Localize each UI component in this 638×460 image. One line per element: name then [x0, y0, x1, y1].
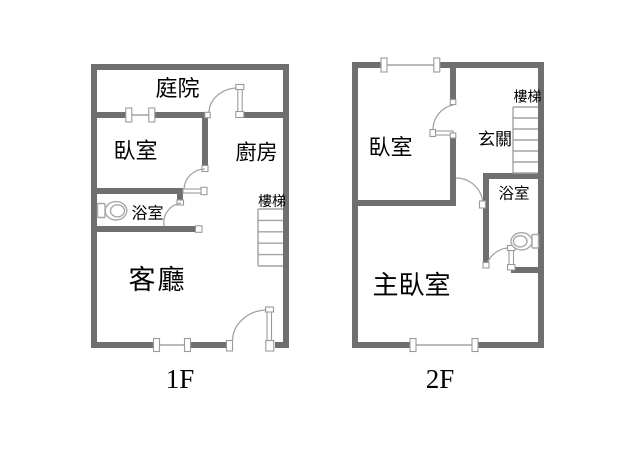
1f-room-label-kitchen: 廚房	[236, 141, 278, 165]
1f-room-label-bedroom: 臥室	[113, 139, 157, 164]
1f-bathroom-door-arc	[163, 202, 182, 227]
toilet-bowl-inner	[512, 234, 528, 248]
2f-room-label-bedroom: 臥室	[368, 135, 412, 160]
door-cap	[204, 111, 211, 119]
1f-courtyard-door-leaf	[237, 86, 243, 115]
2f-bedroom-door-arc	[432, 104, 454, 131]
1f-walls	[91, 64, 289, 348]
2f-stairs-icon	[512, 106, 538, 174]
window-cap	[183, 337, 192, 353]
1f-entrance-door-leaf	[266, 309, 273, 343]
toilet-bowl-inner	[109, 204, 126, 218]
2f-walls	[352, 62, 544, 348]
door-cap	[225, 339, 234, 352]
2f-room-label-master-bedroom: 主臥室	[372, 271, 450, 300]
door-cap	[235, 110, 245, 119]
1f-stairs-lines	[257, 208, 283, 267]
1f-entrance-door-arc	[231, 309, 268, 342]
floor-label-1f: 1F	[166, 364, 195, 394]
window-cap	[380, 57, 388, 73]
1f-room-label-living-room: 客廳	[129, 265, 187, 295]
window-cap	[125, 107, 133, 123]
window-cap	[433, 57, 441, 73]
floor-label-2f: 2F	[426, 364, 455, 394]
door-cap	[264, 306, 275, 313]
1f-courtyard-door-arc	[208, 87, 239, 113]
door-cap	[235, 83, 245, 91]
window-cap	[152, 337, 161, 353]
floorplan-1f: 庭院 臥室 廚房 浴室 樓梯 客廳 1F	[91, 64, 289, 394]
2f-foyer-door-arc	[455, 177, 484, 205]
wall-end-cap	[482, 261, 490, 269]
toilet-tank	[531, 233, 540, 249]
wall-end-cap	[194, 225, 203, 233]
1f-toilet-icon	[96, 200, 128, 221]
door-cap	[506, 263, 516, 271]
2f-room-label-bathroom: 浴室	[498, 185, 529, 203]
2f-room-label-foyer: 玄關	[478, 130, 512, 149]
window-cap	[148, 107, 156, 123]
1f-room-label-stairs: 樓梯	[258, 194, 286, 210]
window-cap	[471, 337, 479, 353]
1f-room-label-courtyard: 庭院	[155, 76, 199, 101]
door-cap	[265, 339, 275, 352]
door-cap	[449, 132, 457, 139]
1f-room-label-bathroom: 浴室	[131, 205, 163, 223]
1f-bedroom-door-arc	[183, 168, 206, 190]
1f-stairs-icon	[257, 208, 283, 267]
window-cap	[409, 337, 417, 353]
door-cap	[478, 200, 487, 209]
2f-stairs-lines	[512, 106, 538, 174]
toilet-tank	[96, 202, 106, 219]
door-cap	[200, 186, 208, 196]
door-cap	[449, 98, 457, 106]
2f-toilet-icon	[510, 231, 540, 251]
door-cap	[429, 128, 437, 138]
floorplan-2f: 臥室 玄關 樓梯 浴室 主臥室 2F	[352, 57, 544, 394]
2f-room-label-stairs: 樓梯	[514, 90, 542, 106]
